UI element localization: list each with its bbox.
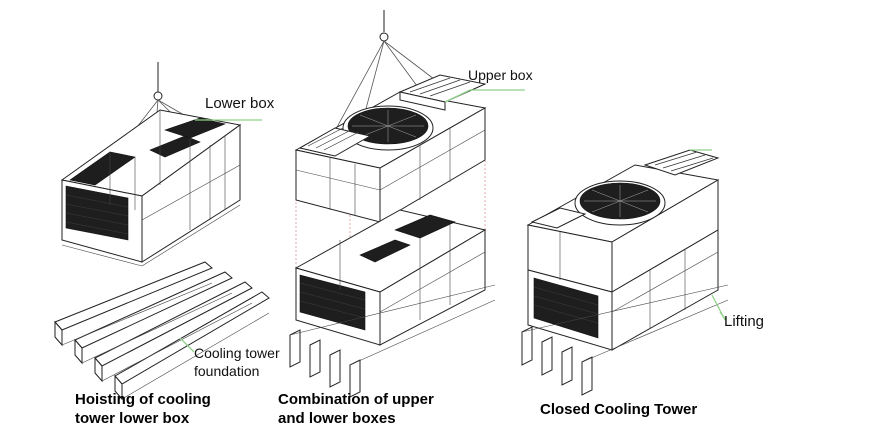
assembled-tower bbox=[526, 149, 720, 351]
cooling-tower-foundation-beams bbox=[54, 261, 270, 401]
lifting-label: Lifting bbox=[724, 313, 764, 330]
caption-step2-line2: and lower boxes bbox=[278, 410, 396, 427]
caption-step2-line1: Combination of upper bbox=[278, 391, 434, 408]
foundation-beams bbox=[289, 284, 496, 398]
caption-step1-line1: Hoisting of cooling bbox=[75, 391, 211, 408]
panel-closed-cooling-tower: Lifting Closed Cooling Tower bbox=[521, 149, 764, 418]
lower-box-hoisted bbox=[60, 109, 242, 267]
lifting-leader-2 bbox=[719, 311, 727, 321]
upper-box-leader bbox=[444, 89, 525, 103]
upper-box bbox=[294, 74, 487, 223]
panel-hoisting-lower-box: Lower box Cooling tower foundation Hoist… bbox=[54, 62, 280, 427]
alignment-guides bbox=[295, 140, 486, 290]
caption-step3: Closed Cooling Tower bbox=[540, 401, 697, 418]
upper-box-label: Upper box bbox=[468, 67, 533, 83]
panel-combination-boxes: Upper box bbox=[278, 10, 533, 427]
lower-box-positioned bbox=[294, 209, 487, 346]
crane-hook-icon bbox=[379, 10, 389, 42]
crane-hook-icon bbox=[153, 62, 163, 101]
caption-step1-line2: tower lower box bbox=[75, 410, 190, 427]
foundation-label-line2: foundation bbox=[194, 363, 259, 379]
foundation-label-line1: Cooling tower bbox=[194, 345, 280, 361]
lower-box-label: Lower box bbox=[205, 95, 275, 112]
foundation-beams bbox=[521, 284, 729, 396]
foundation-leader bbox=[179, 337, 195, 353]
